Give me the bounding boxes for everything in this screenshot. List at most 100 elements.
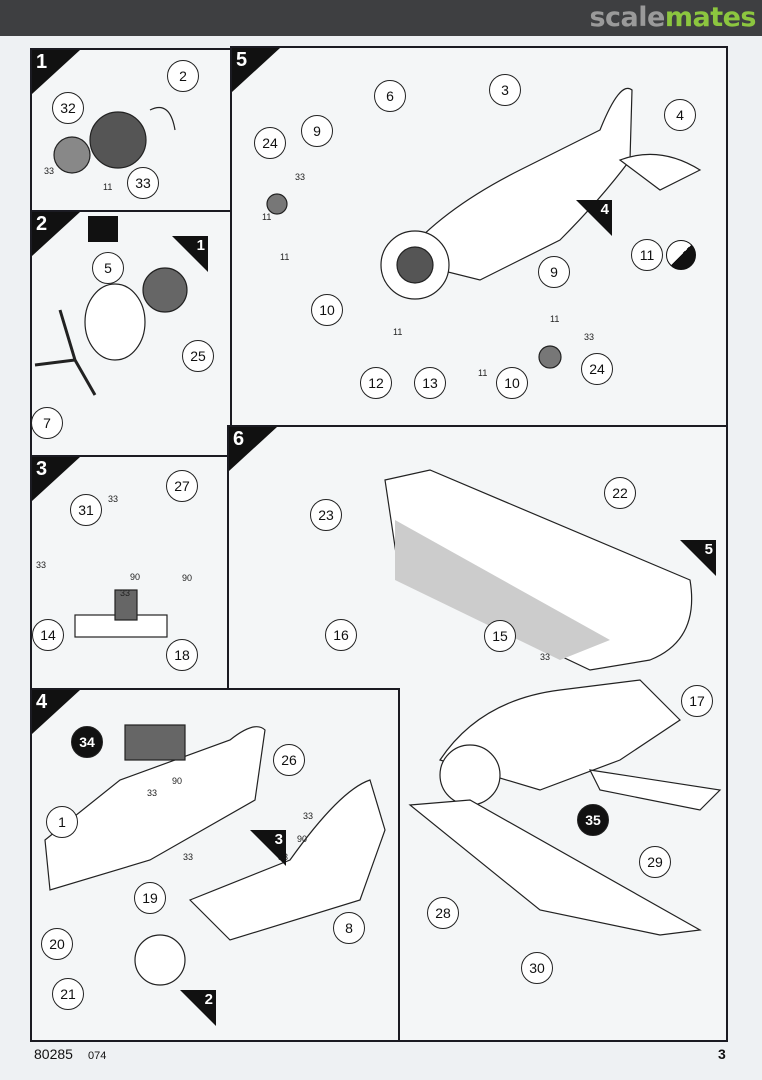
part-callout: 1 — [46, 806, 78, 838]
scalemates-logo: scalemates — [589, 2, 756, 33]
part-callout: 28 — [427, 897, 459, 929]
tailplane-drawing — [588, 769, 722, 811]
step-number: 4 — [36, 691, 48, 713]
part-ref: 33 — [147, 788, 158, 798]
step-number: 1 — [36, 51, 48, 73]
step-ref-marker: 4 — [576, 200, 612, 236]
part-callout: 20 — [41, 928, 73, 960]
part-callout: 15 — [484, 620, 516, 652]
step-number-badge — [32, 690, 80, 734]
part-ref: 33 — [108, 494, 119, 504]
part-callout: 14 — [32, 619, 64, 651]
part-ref: 33 — [36, 560, 47, 570]
part-callout: 2 — [167, 60, 199, 92]
part-callout: 25 — [182, 340, 214, 372]
part-ref: 33 — [44, 166, 55, 176]
wing-shading — [395, 520, 610, 660]
wheel-drawing — [266, 193, 288, 215]
part-callout: 32 — [52, 92, 84, 124]
step-ref-label: 5 — [704, 541, 713, 558]
engine-drawing — [53, 136, 91, 174]
part-callout: 18 — [166, 639, 198, 671]
engine-drawing — [89, 111, 147, 169]
step-ref-marker: 2 — [180, 990, 216, 1026]
part-callout: 31 — [70, 494, 102, 526]
step-ref-label: 1 — [196, 237, 205, 254]
step-number: 5 — [236, 49, 248, 71]
step-number: 2 — [36, 213, 48, 235]
paint-color-icon — [666, 240, 696, 270]
part-ref: 90 — [297, 834, 308, 844]
part-ref: 90 — [182, 573, 193, 583]
step-ref-marker: 3 — [250, 830, 286, 866]
part-callout: 21 — [52, 978, 84, 1010]
part-callout-clear: 34 — [71, 726, 103, 758]
part-ref: 33 — [295, 172, 306, 182]
canopy-drawing — [124, 724, 186, 761]
fuselage-half-drawing — [188, 779, 386, 941]
part-ref: 11 — [550, 314, 560, 324]
part-callout: 12 — [360, 367, 392, 399]
step-number-badge — [32, 457, 80, 501]
part-callout: 11 — [631, 239, 663, 271]
part-callout: 5 — [92, 252, 124, 284]
upper-wing-drawing — [384, 469, 693, 671]
part-ref: 11 — [262, 212, 272, 222]
fuselage-half-drawing — [44, 726, 266, 891]
step-number: 3 — [36, 458, 48, 480]
part-callout: 22 — [604, 477, 636, 509]
cowling-drawing — [84, 283, 146, 361]
black-square-marker — [88, 216, 118, 242]
part-callout: 16 — [325, 619, 357, 651]
engine-cowling-drawing — [134, 934, 186, 986]
tailplane-drawing — [618, 153, 702, 191]
part-callout: 13 — [414, 367, 446, 399]
kit-number: 80285 — [34, 1046, 73, 1062]
step-ref-label: 2 — [204, 991, 213, 1008]
part-callout-clear: 35 — [577, 804, 609, 836]
part-callout: 26 — [273, 744, 305, 776]
lower-wing-drawing — [408, 799, 702, 936]
seat-drawing — [114, 589, 138, 621]
step-ref-label: 3 — [274, 831, 283, 848]
part-callout: 7 — [31, 407, 63, 439]
part-callout: 24 — [581, 353, 613, 385]
part-ref: 90 — [130, 572, 141, 582]
step-ref-marker: 5 — [680, 540, 716, 576]
part-ref: 11 — [393, 327, 403, 337]
step-ref-label: 4 — [600, 201, 609, 218]
part-ref: 33 — [183, 852, 194, 862]
part-ref: 33 — [303, 811, 314, 821]
part-ref: 11 — [478, 368, 488, 378]
part-callout: 6 — [374, 80, 406, 112]
propeller-drawing — [34, 309, 97, 396]
part-callout: 30 — [521, 952, 553, 984]
part-ref: 11 — [280, 252, 290, 262]
part-callout: 33 — [127, 167, 159, 199]
part-callout: 23 — [310, 499, 342, 531]
engine-cowling-drawing — [439, 744, 501, 806]
part-callout: 17 — [681, 685, 713, 717]
step-number-badge — [232, 48, 280, 92]
part-ref: 11 — [103, 182, 113, 192]
part-callout: 8 — [333, 912, 365, 944]
part-callout: 27 — [166, 470, 198, 502]
step-number-badge — [229, 427, 277, 471]
step-number-badge — [32, 50, 80, 94]
fuselage-drawing — [439, 679, 681, 791]
page-number: 3 — [718, 1046, 726, 1062]
step-ref-marker: 1 — [172, 236, 208, 272]
part-callout: 29 — [639, 846, 671, 878]
part-callout: 10 — [311, 294, 343, 326]
wheel-drawing — [538, 345, 562, 369]
part-ref: 90 — [172, 776, 183, 786]
part-callout: 24 — [254, 127, 286, 159]
part-callout: 9 — [301, 115, 333, 147]
part-ref: 33 — [540, 652, 551, 662]
step-number-badge — [32, 212, 80, 256]
step-number: 6 — [233, 428, 245, 450]
part-callout: 4 — [664, 99, 696, 131]
part-ref: 33 — [584, 332, 595, 342]
part-callout: 10 — [496, 367, 528, 399]
